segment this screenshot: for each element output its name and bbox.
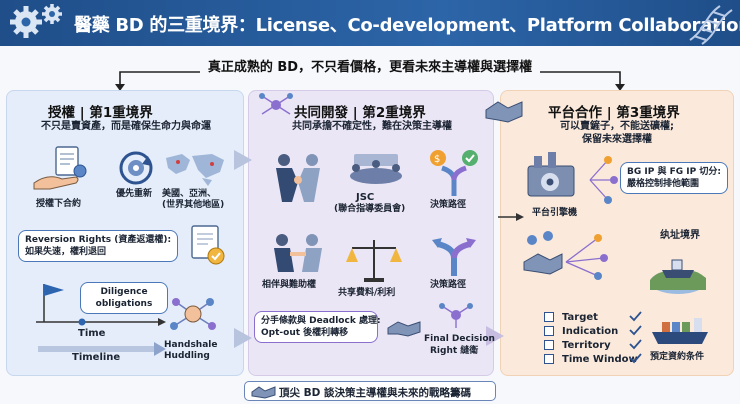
dna-icon (689, 5, 733, 45)
label-partners: 相伴與難助權 (262, 280, 317, 290)
label-preset-terms: 預定資約条件 (650, 352, 705, 362)
label-priority: 優先重新 (116, 189, 153, 199)
label-final-1: Final Decision (424, 334, 495, 344)
diligence-box: Diligence obligations (80, 282, 168, 314)
ip-split-box: BG IP 與 FG IP 切分: 嚴格控制排他範圍 (620, 162, 728, 194)
decision-fork-icon-2 (432, 238, 476, 276)
label-regions-2: (世界其他地區) (162, 200, 225, 210)
handshake-header-icon (485, 101, 523, 123)
panel1-subtitle: 不只是賣資產，而是確保生命力與命運 (41, 121, 211, 132)
label-handshake-1: Handshale (164, 340, 218, 350)
label-jsc-1: JSC (356, 192, 375, 203)
checkbox-icon (544, 312, 554, 322)
refresh-gear-icon (119, 151, 153, 185)
partners-handshake-icon (276, 154, 320, 202)
ip-split-line-1: BG IP 與 FG IP 切分: (627, 167, 721, 177)
page-title: 醫藥 BD 的三重境界：License、Co-development、Platf… (74, 15, 740, 36)
panel3-subtitle-1: 可以賣鏟子，不能送礦權; (560, 121, 674, 132)
handshake-icon (387, 321, 421, 337)
label-regions-1: 美國、亞洲、 (162, 189, 217, 199)
checkmarks-icon (629, 311, 642, 364)
subtitle: 真正成熟的 BD，不只看價格，更看未來主導權與選擇權 (207, 60, 533, 75)
scale-icon (346, 240, 402, 282)
decision-fork-icon: $ (430, 150, 478, 196)
diligence-line-2: obligations (95, 299, 153, 309)
final-decision-nodes-icon (439, 303, 473, 328)
panel1-title: 授權 | 第1重境界 (48, 105, 153, 121)
cargo-ship-icon (652, 318, 708, 344)
label-handshake-2: Huddling (164, 351, 210, 361)
reversion-rights-box: Reversion Rights (資產返還權): 如果失速，權利退回 (18, 230, 178, 262)
label-jsc-2: (聯合指導委員會) (334, 204, 406, 214)
footer-text: 頂尖 BD 談決策主導權與未來的戰略籌碼 (279, 387, 472, 399)
bracket-arrows (115, 71, 625, 91)
checkbox-icon (544, 326, 554, 336)
panel-arrow-1 (234, 150, 252, 348)
gear-icon (10, 4, 62, 38)
panel-arrow-2 (486, 326, 504, 346)
contract-hand-icon (33, 146, 87, 190)
checkbox-icon (544, 354, 554, 364)
deadlock-box: 分手條款與 Deadlock 處理: Opt-out 後權利轉移 (254, 311, 381, 343)
label-license-contract: 授權下合約 (36, 199, 82, 209)
svg-text:$: $ (434, 154, 440, 165)
panel2-subtitle: 共同承擔不確定性，難在決策主導權 (292, 121, 452, 132)
footer-banner: 頂尖 BD 談決策主導權與未來的戰略籌碼 (244, 381, 496, 401)
reversion-line-1: Reversion Rights (資產返還權): (25, 235, 172, 245)
network-handshake-icon (170, 298, 216, 330)
label-time: Time (78, 328, 106, 339)
world-map-icon (166, 154, 224, 186)
helping-hands-icon (274, 234, 322, 272)
hub-icon (259, 93, 293, 115)
label-timeline: Timeline (72, 352, 121, 363)
check-item-1: Indication (562, 326, 619, 337)
check-item-3: Time Window (562, 354, 638, 365)
checkbox-icon (544, 340, 554, 350)
timeline-graphic (36, 284, 166, 356)
label-decision-path-1: 決策路徑 (430, 200, 467, 210)
diligence-line-1: Diligence (100, 287, 148, 297)
label-cost-share: 共享費料/利利 (338, 288, 396, 298)
platform-output-nodes-icon (589, 156, 618, 204)
ip-split-line-2: 嚴格控制排他範圍 (627, 179, 700, 189)
panel3-subtitle-2: 保留未來選擇權 (582, 134, 652, 145)
check-item-2: Territory (562, 340, 611, 351)
label-border: 纨址境界 (660, 230, 700, 241)
platform-engine-icon (527, 152, 575, 197)
handshake-icon (251, 386, 276, 399)
label-platform-engine: 平台引擎機 (532, 208, 578, 218)
label-decision-path-2: 決策路徑 (430, 280, 467, 290)
header-bar: 醫藥 BD 的三重境界：License、Co-development、Platf… (0, 0, 740, 46)
deadlock-line-1: 分手條款與 Deadlock 處理: (261, 316, 381, 326)
panel3-title: 平台合作 | 第3重境界 (548, 105, 680, 121)
deadlock-line-2: Opt-out 後權利轉移 (261, 328, 349, 338)
partner-network-icon (523, 231, 608, 280)
label-final-2: Right 縫衛 (430, 346, 479, 356)
check-item-0: Target (562, 312, 598, 323)
arrow-into-engine (498, 213, 524, 221)
jsc-meeting-icon (350, 154, 402, 184)
ship-island-icon (650, 259, 706, 294)
panel2-title: 共同開發 | 第2重境界 (294, 105, 426, 121)
reversion-line-2: 如果失速，權利退回 (25, 247, 107, 257)
document-check-icon (191, 225, 225, 265)
